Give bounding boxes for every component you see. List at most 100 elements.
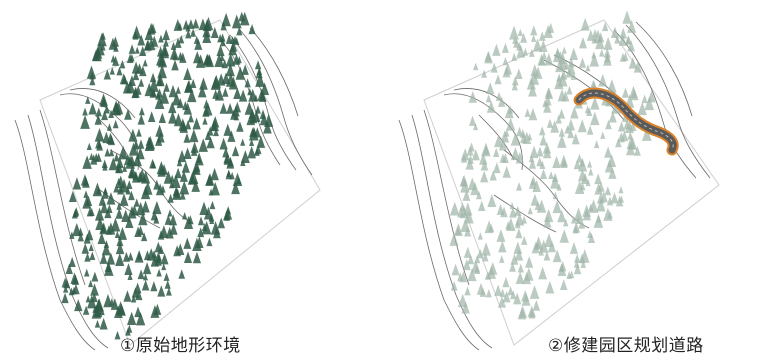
- tree-icon: [83, 190, 89, 198]
- tree-icon: [231, 14, 242, 29]
- tree-icon: [578, 218, 586, 229]
- tree-icon: [596, 198, 606, 212]
- tree-icon: [81, 243, 90, 254]
- tree-icon: [494, 134, 503, 148]
- tree-icon: [225, 34, 233, 44]
- tree-icon: [578, 57, 587, 68]
- tree-icon: [139, 45, 147, 56]
- tree-icon: [233, 101, 242, 113]
- tree-icon: [183, 237, 192, 249]
- tree-icon: [502, 276, 510, 288]
- tree-icon: [510, 147, 520, 161]
- tree-icon: [464, 286, 471, 296]
- tree-icon: [85, 96, 91, 104]
- tree-icon: [515, 228, 523, 239]
- tree-icon: [163, 38, 169, 47]
- tree-icon: [584, 105, 591, 114]
- tree-icon: [183, 215, 194, 230]
- tree-icon: [187, 19, 195, 29]
- tree-icon: [571, 133, 580, 145]
- tree-icon: [106, 132, 115, 145]
- tree-icon: [187, 88, 197, 103]
- tree-icon: [502, 57, 509, 66]
- tree-icon: [600, 131, 606, 139]
- tree-cluster-light: [449, 10, 656, 320]
- tree-icon: [566, 85, 573, 95]
- tree-icon: [124, 263, 133, 275]
- tree-icon: [569, 47, 579, 61]
- tree-icon: [170, 174, 181, 189]
- tree-icon: [579, 36, 588, 49]
- tree-icon: [539, 134, 548, 146]
- tree-icon: [110, 298, 119, 310]
- tree-icon: [517, 307, 527, 320]
- tree-icon: [174, 37, 182, 48]
- tree-icon: [95, 216, 105, 231]
- tree-icon: [184, 120, 192, 130]
- tree-icon: [137, 114, 145, 125]
- tree-icon: [513, 292, 522, 305]
- tree-icon: [538, 266, 548, 280]
- tree-icon: [498, 139, 507, 151]
- tree-icon: [222, 87, 229, 97]
- tree-icon: [138, 106, 145, 116]
- tree-icon: [599, 48, 605, 57]
- tree-icon: [154, 95, 165, 109]
- tree-icon: [606, 196, 614, 206]
- tree-icon: [530, 34, 537, 42]
- tree-icon: [163, 82, 170, 92]
- tree-icon: [522, 271, 531, 285]
- tree-icon: [183, 67, 192, 80]
- tree-icon: [126, 324, 133, 333]
- tree-icon: [109, 298, 115, 306]
- tree-icon: [114, 230, 120, 238]
- tree-icon: [163, 272, 170, 281]
- tree-icon: [573, 159, 581, 170]
- tree-icon: [150, 281, 158, 292]
- tree-icon: [154, 252, 162, 264]
- tree-icon: [539, 39, 548, 52]
- tree-icon: [109, 67, 115, 75]
- tree-icon: [157, 244, 165, 255]
- tree-icon: [201, 223, 208, 232]
- tree-icon: [502, 165, 511, 178]
- tree-icon: [244, 78, 251, 88]
- tree-icon: [99, 252, 108, 264]
- tree-icon: [153, 303, 162, 315]
- tree-icon: [212, 89, 219, 99]
- tree-icon: [528, 158, 537, 169]
- tree-icon: [476, 248, 484, 259]
- tree-icon: [178, 34, 185, 44]
- tree-icon: [460, 218, 471, 232]
- tree-icon: [558, 108, 566, 119]
- tree-icon: [586, 125, 594, 135]
- tree-icon: [179, 170, 188, 182]
- tree-icon: [529, 285, 540, 299]
- tree-icon: [529, 145, 539, 159]
- tree-icon: [494, 74, 502, 85]
- tree-icon: [88, 152, 94, 161]
- tree-icon: [536, 146, 544, 157]
- tree-icon: [80, 174, 89, 186]
- tree-icon: [487, 194, 497, 207]
- tree-icon: [136, 146, 145, 160]
- tree-icon: [486, 82, 495, 95]
- tree-icon: [206, 237, 213, 247]
- tree-icon: [70, 272, 79, 284]
- tree-icon: [617, 131, 625, 143]
- tree-icon: [460, 153, 468, 163]
- tree-icon: [87, 294, 97, 309]
- tree-icon: [459, 202, 466, 212]
- tree-icon: [226, 103, 234, 114]
- tree-icon: [219, 37, 226, 47]
- tree-icon: [208, 188, 214, 196]
- tree-icon: [608, 167, 617, 179]
- tree-icon: [210, 181, 220, 196]
- tree-icon: [614, 35, 621, 44]
- tree-icon: [604, 186, 612, 196]
- tree-icon: [241, 64, 249, 75]
- tree-icon: [607, 79, 617, 93]
- tree-icon: [133, 198, 140, 207]
- tree-icon: [106, 204, 113, 214]
- tree-icon: [247, 145, 256, 159]
